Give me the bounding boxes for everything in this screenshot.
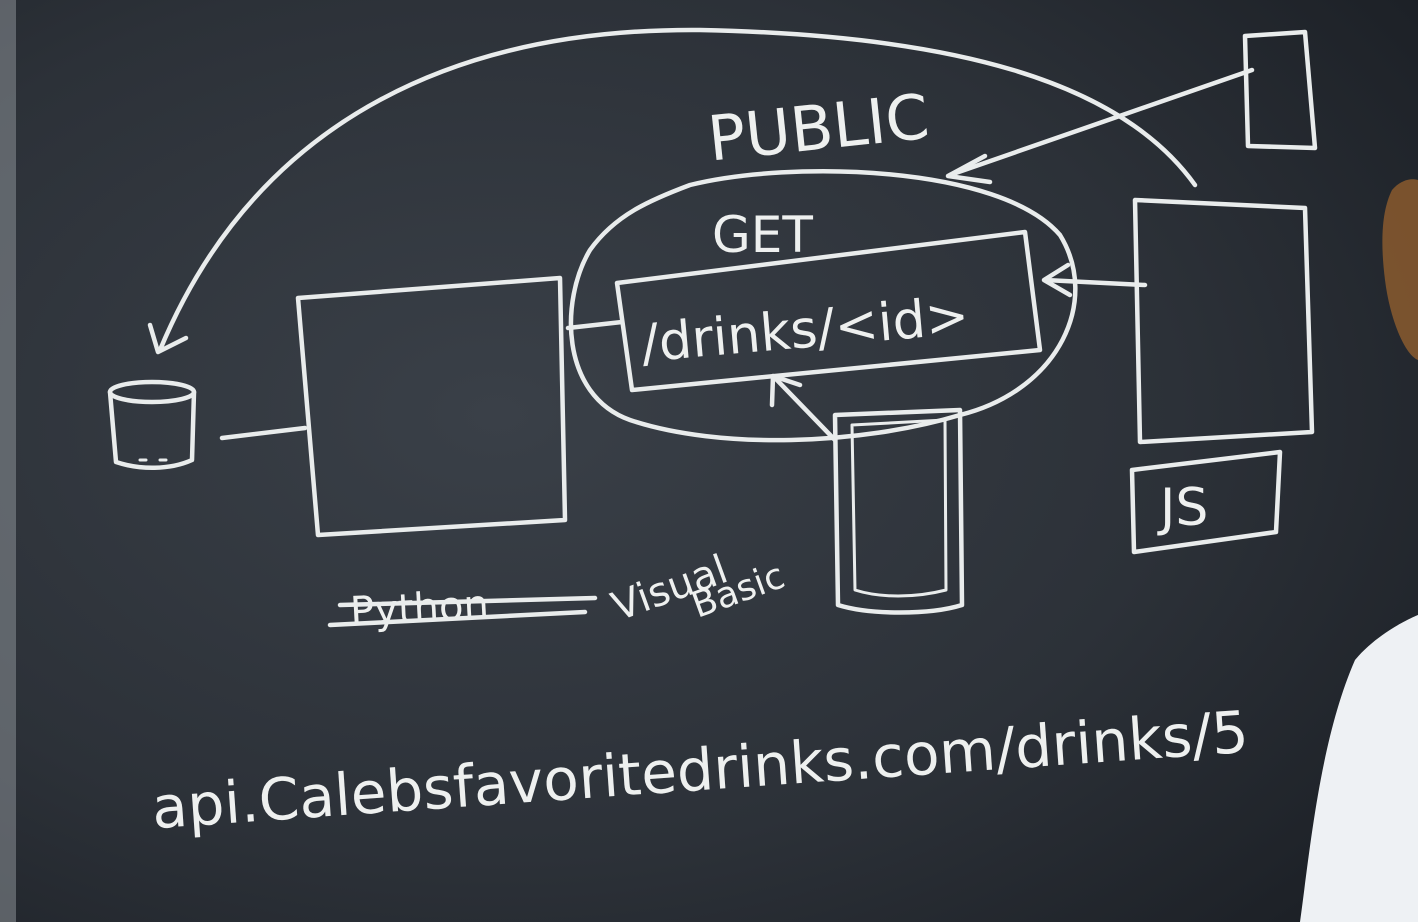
server-box — [295, 275, 568, 538]
board-left-frame — [0, 0, 16, 922]
struck-language-label: Python — [349, 582, 490, 635]
strike-line-2 — [327, 609, 588, 628]
api-oval — [568, 169, 1078, 443]
js-label-box — [1129, 449, 1283, 555]
device-to-endpoint-arrow — [772, 375, 838, 443]
presenter-figure — [1300, 179, 1418, 922]
method-label: GET — [712, 206, 813, 264]
database-to-server-line — [219, 425, 308, 441]
client-label: JS — [1157, 478, 1208, 538]
strike-line-1 — [337, 595, 598, 608]
arrowhead-public-api — [945, 153, 993, 185]
mobile-device-icon — [832, 407, 965, 615]
device-arrowhead — [769, 373, 803, 408]
server-to-endpoint-line — [565, 319, 625, 331]
client-arrowhead — [1041, 262, 1073, 298]
arrow-to-public-api — [947, 67, 1255, 178]
client-to-endpoint-arrow — [1042, 277, 1148, 288]
arc-arrowhead — [147, 322, 189, 355]
arc-arrow-to-database — [157, 27, 1198, 353]
top-right-box — [1242, 29, 1318, 151]
endpoint-box — [614, 229, 1043, 393]
client-box — [1132, 197, 1315, 445]
database-icon — [107, 379, 197, 470]
